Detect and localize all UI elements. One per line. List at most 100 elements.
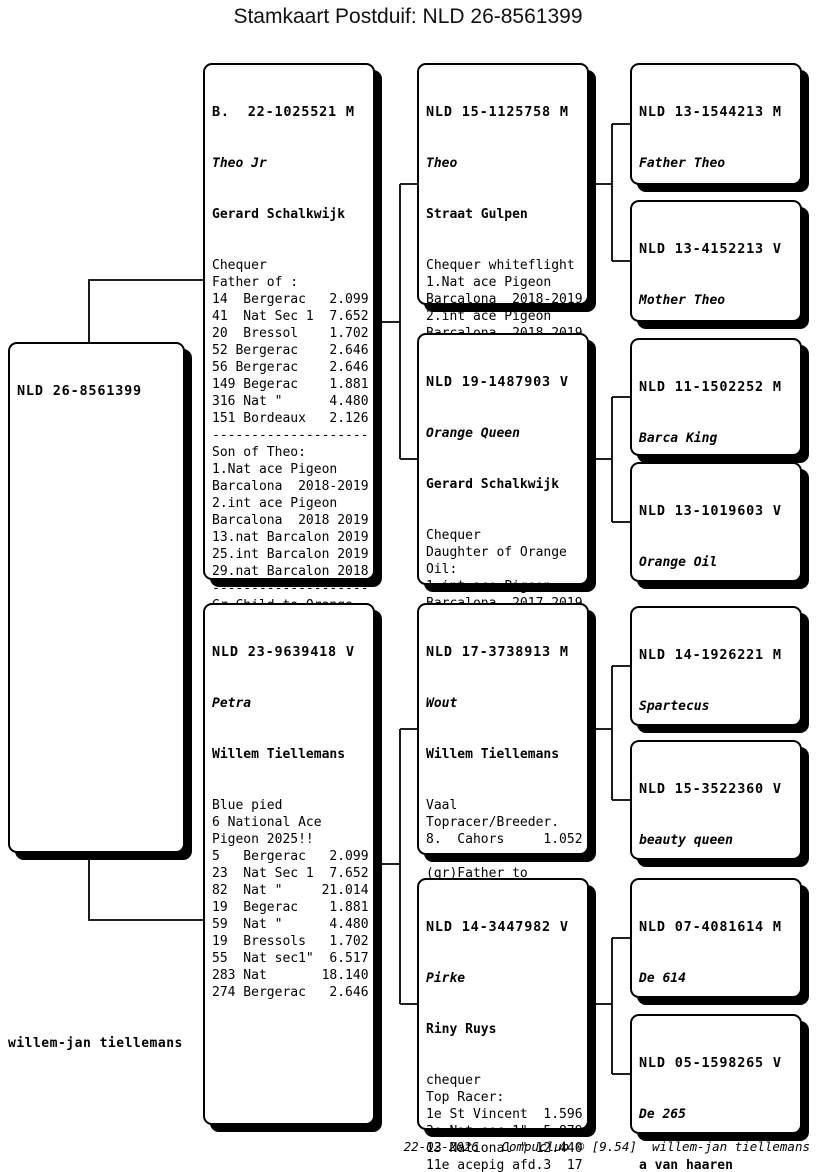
pedigree-note-line: Pigeon 2025!! xyxy=(212,832,314,847)
pedigree-note-line: Barcalona 2018 2019 xyxy=(212,513,369,528)
breeder-name: Riny Ruys xyxy=(426,1022,497,1037)
pigeon-name: beauty queen xyxy=(639,833,733,848)
pedigree-note-line: 6 National Ace xyxy=(212,815,322,830)
pedigree-note-line: 5 Bergerac 2.099 xyxy=(212,849,369,864)
pedigree-note-line: Barcalona 2018-2019 xyxy=(426,292,583,307)
pedigree-note-line: 11e acepig afd.3 17 xyxy=(426,1158,583,1172)
pigeon-name: Theo xyxy=(426,156,458,171)
pedigree-note-line: 2.int ace Pigeon xyxy=(212,496,338,511)
pedigree-note-line: 19 Bressols 1.702 xyxy=(212,934,369,949)
footer-program: Compuclub © [9.54] xyxy=(501,1139,637,1154)
pigeon-name: Orange Oil xyxy=(639,555,718,570)
breeder-name: Straat Gulpen xyxy=(426,207,528,222)
pedigree-note-line: -------------------- xyxy=(212,581,369,596)
pedigree-box-greatgrandparent-dsd: NLD 15-3522360 V beauty queen zwiers vd … xyxy=(630,740,802,984)
pedigree-note-line: 274 Bergerac 2.646 xyxy=(212,985,369,1000)
pedigree-note-line: 41 Nat Sec 1 7.652 xyxy=(212,309,369,324)
pedigree-note-line: 82 Nat " 21.014 xyxy=(212,883,369,898)
breeder-name: Willem Tiellemans xyxy=(426,747,560,762)
footer-spacer xyxy=(637,1139,652,1154)
pedigree-note-line: 1.Nat ace Pigeon xyxy=(426,275,552,290)
ring-number: NLD 13-4152213 V xyxy=(639,241,782,257)
pedigree-box-greatgrandparent-ddd: NLD 05-1598265 V De 265 a van haaren che… xyxy=(630,1014,802,1172)
pedigree-note-line: Barcalona 2018-2019 xyxy=(212,479,369,494)
ring-number: B. 22-1025521 M xyxy=(212,104,355,120)
pedigree-note-line: Chequer whiteflight xyxy=(426,258,575,273)
footer-owner: willem-jan tiellemans xyxy=(651,1139,810,1154)
footer-date: 22-02-2026 xyxy=(403,1139,479,1154)
pedigree-box-subject: NLD 26-8561399 xyxy=(8,342,185,853)
ring-number: NLD 13-1544213 M xyxy=(639,104,782,120)
ring-number: NLD 05-1598265 V xyxy=(639,1055,782,1071)
pedigree-note-line: -------------------- xyxy=(426,849,583,864)
pedigree-note-line: 23 Nat Sec 1 7.652 xyxy=(212,866,369,881)
pedigree-note-line: Topracer/Breeder. xyxy=(426,815,560,830)
owner-signature: willem-jan tiellemans xyxy=(8,1036,183,1051)
pedigree-note-line: Oil: xyxy=(426,562,458,577)
pedigree-note-line: 149 Begerac 1.881 xyxy=(212,377,369,392)
pigeon-name: Wout xyxy=(426,696,458,711)
pigeon-name: De 614 xyxy=(639,971,686,986)
pedigree-box-granddam-paternal: NLD 19-1487903 V Orange Queen Gerard Sch… xyxy=(417,333,589,713)
pedigree-note-line: Chequer xyxy=(212,258,267,273)
page-title: Stamkaart Postduif: NLD 26-8561399 xyxy=(233,5,583,28)
pedigree-box-granddam-maternal: NLD 14-3447982 V Pirke Riny Ruys chequer… xyxy=(417,878,589,1172)
ring-number: NLD 26-8561399 xyxy=(17,383,142,399)
pedigree-box-greatgrandparent-sss: NLD 13-1544213 M Father Theo Straat Gulp… xyxy=(630,63,802,307)
pedigree-note-line: 316 Nat " 4.480 xyxy=(212,394,369,409)
pigeon-name: Father Theo xyxy=(639,156,726,171)
pigeon-name: De 265 xyxy=(639,1107,686,1122)
pedigree-note-line: 13 National " 12.440 xyxy=(426,1141,583,1156)
pedigree-note-line: 8. Cahors 1.052 xyxy=(426,832,583,847)
footer-spacer xyxy=(479,1139,502,1154)
pedigree-note-line: 3e Nat sec 1" 5.879 xyxy=(426,1124,583,1139)
breeder-name: a van haaren xyxy=(639,1158,733,1172)
ring-number: NLD 15-3522360 V xyxy=(639,781,782,797)
pedigree-note-line: chequer xyxy=(426,1073,481,1088)
pedigree-note-line: 14 Bergerac 2.099 xyxy=(212,292,369,307)
pedigree-note-line: 52 Bergerac 2.646 xyxy=(212,343,369,358)
pedigree-note-line: 13.nat Barcalon 2019 xyxy=(212,530,369,545)
pedigree-box-grandsire-maternal: NLD 17-3738913 M Wout Willem Tiellemans … xyxy=(417,603,589,983)
pedigree-note-line: -------------------- xyxy=(212,428,369,443)
ring-number: NLD 13-1019603 V xyxy=(639,503,782,519)
ring-number: NLD 07-4081614 M xyxy=(639,919,782,935)
pedigree-note-line: 1.int ace Pigeon xyxy=(426,579,552,594)
pedigree-note-line: Top Racer: xyxy=(426,1090,505,1105)
pedigree-box-greatgrandparent-sds: NLD 11-1502252 M Barca King Gerard Schal… xyxy=(630,338,802,582)
ring-number: NLD 23-9639418 V xyxy=(212,644,355,660)
pedigree-note-line: (gr)Father to xyxy=(426,866,528,881)
pedigree-note-line: 59 Nat " 4.480 xyxy=(212,917,369,932)
breeder-name: Willem Tiellemans xyxy=(212,747,346,762)
pedigree-note-line: Daughter of Orange xyxy=(426,545,567,560)
ring-number: NLD 14-3447982 V xyxy=(426,919,569,935)
pedigree-note-line: Blue pied xyxy=(212,798,283,813)
pigeon-name: Pirke xyxy=(426,971,466,986)
pedigree-note-line: 29.nat Barcalon 2018 xyxy=(212,564,369,579)
pedigree-note-line: 2.int ace Pigeon xyxy=(426,309,552,324)
ring-number: NLD 17-3738913 M xyxy=(426,644,569,660)
pedigree-note-line: Chequer xyxy=(426,528,481,543)
pedigree-note-line: 151 Bordeaux 2.126 xyxy=(212,411,369,426)
pigeon-name: Spartecus xyxy=(639,699,710,714)
pedigree-note-line: 56 Bergerac 2.646 xyxy=(212,360,369,375)
pedigree-note-line: 1e St Vincent 1.596 xyxy=(426,1107,583,1122)
pigeon-name: Petra xyxy=(212,696,252,711)
ring-number: NLD 15-1125758 M xyxy=(426,104,569,120)
pedigree-box-greatgrandparent-sdd: NLD 13-1019603 V Orange Oil Gerard Schal… xyxy=(630,462,802,706)
pedigree-box-sire: B. 22-1025521 M Theo Jr Gerard Schalkwij… xyxy=(203,63,375,715)
pedigree-note-line: 1.Nat ace Pigeon xyxy=(212,462,338,477)
pigeon-name: Barca King xyxy=(639,431,718,446)
ring-number: NLD 11-1502252 M xyxy=(639,379,782,395)
pedigree-note-line: 20 Bressol 1.702 xyxy=(212,326,369,341)
footer-line: 22-02-2026 Compuclub © [9.54] willem-jan… xyxy=(404,1139,810,1154)
breeder-name: Gerard Schalkwijk xyxy=(426,477,560,492)
pedigree-box-greatgrandparent-dds: NLD 07-4081614 M De 614 van de hurk cheq… xyxy=(630,878,802,1122)
pedigree-note-line: Father of : xyxy=(212,275,299,290)
pedigree-box-dam: NLD 23-9639418 V Petra Willem Tiellemans… xyxy=(203,603,375,1125)
pedigree-note-line: 25.int Barcalon 2019 xyxy=(212,547,369,562)
pedigree-note-line: Vaal xyxy=(426,798,458,813)
